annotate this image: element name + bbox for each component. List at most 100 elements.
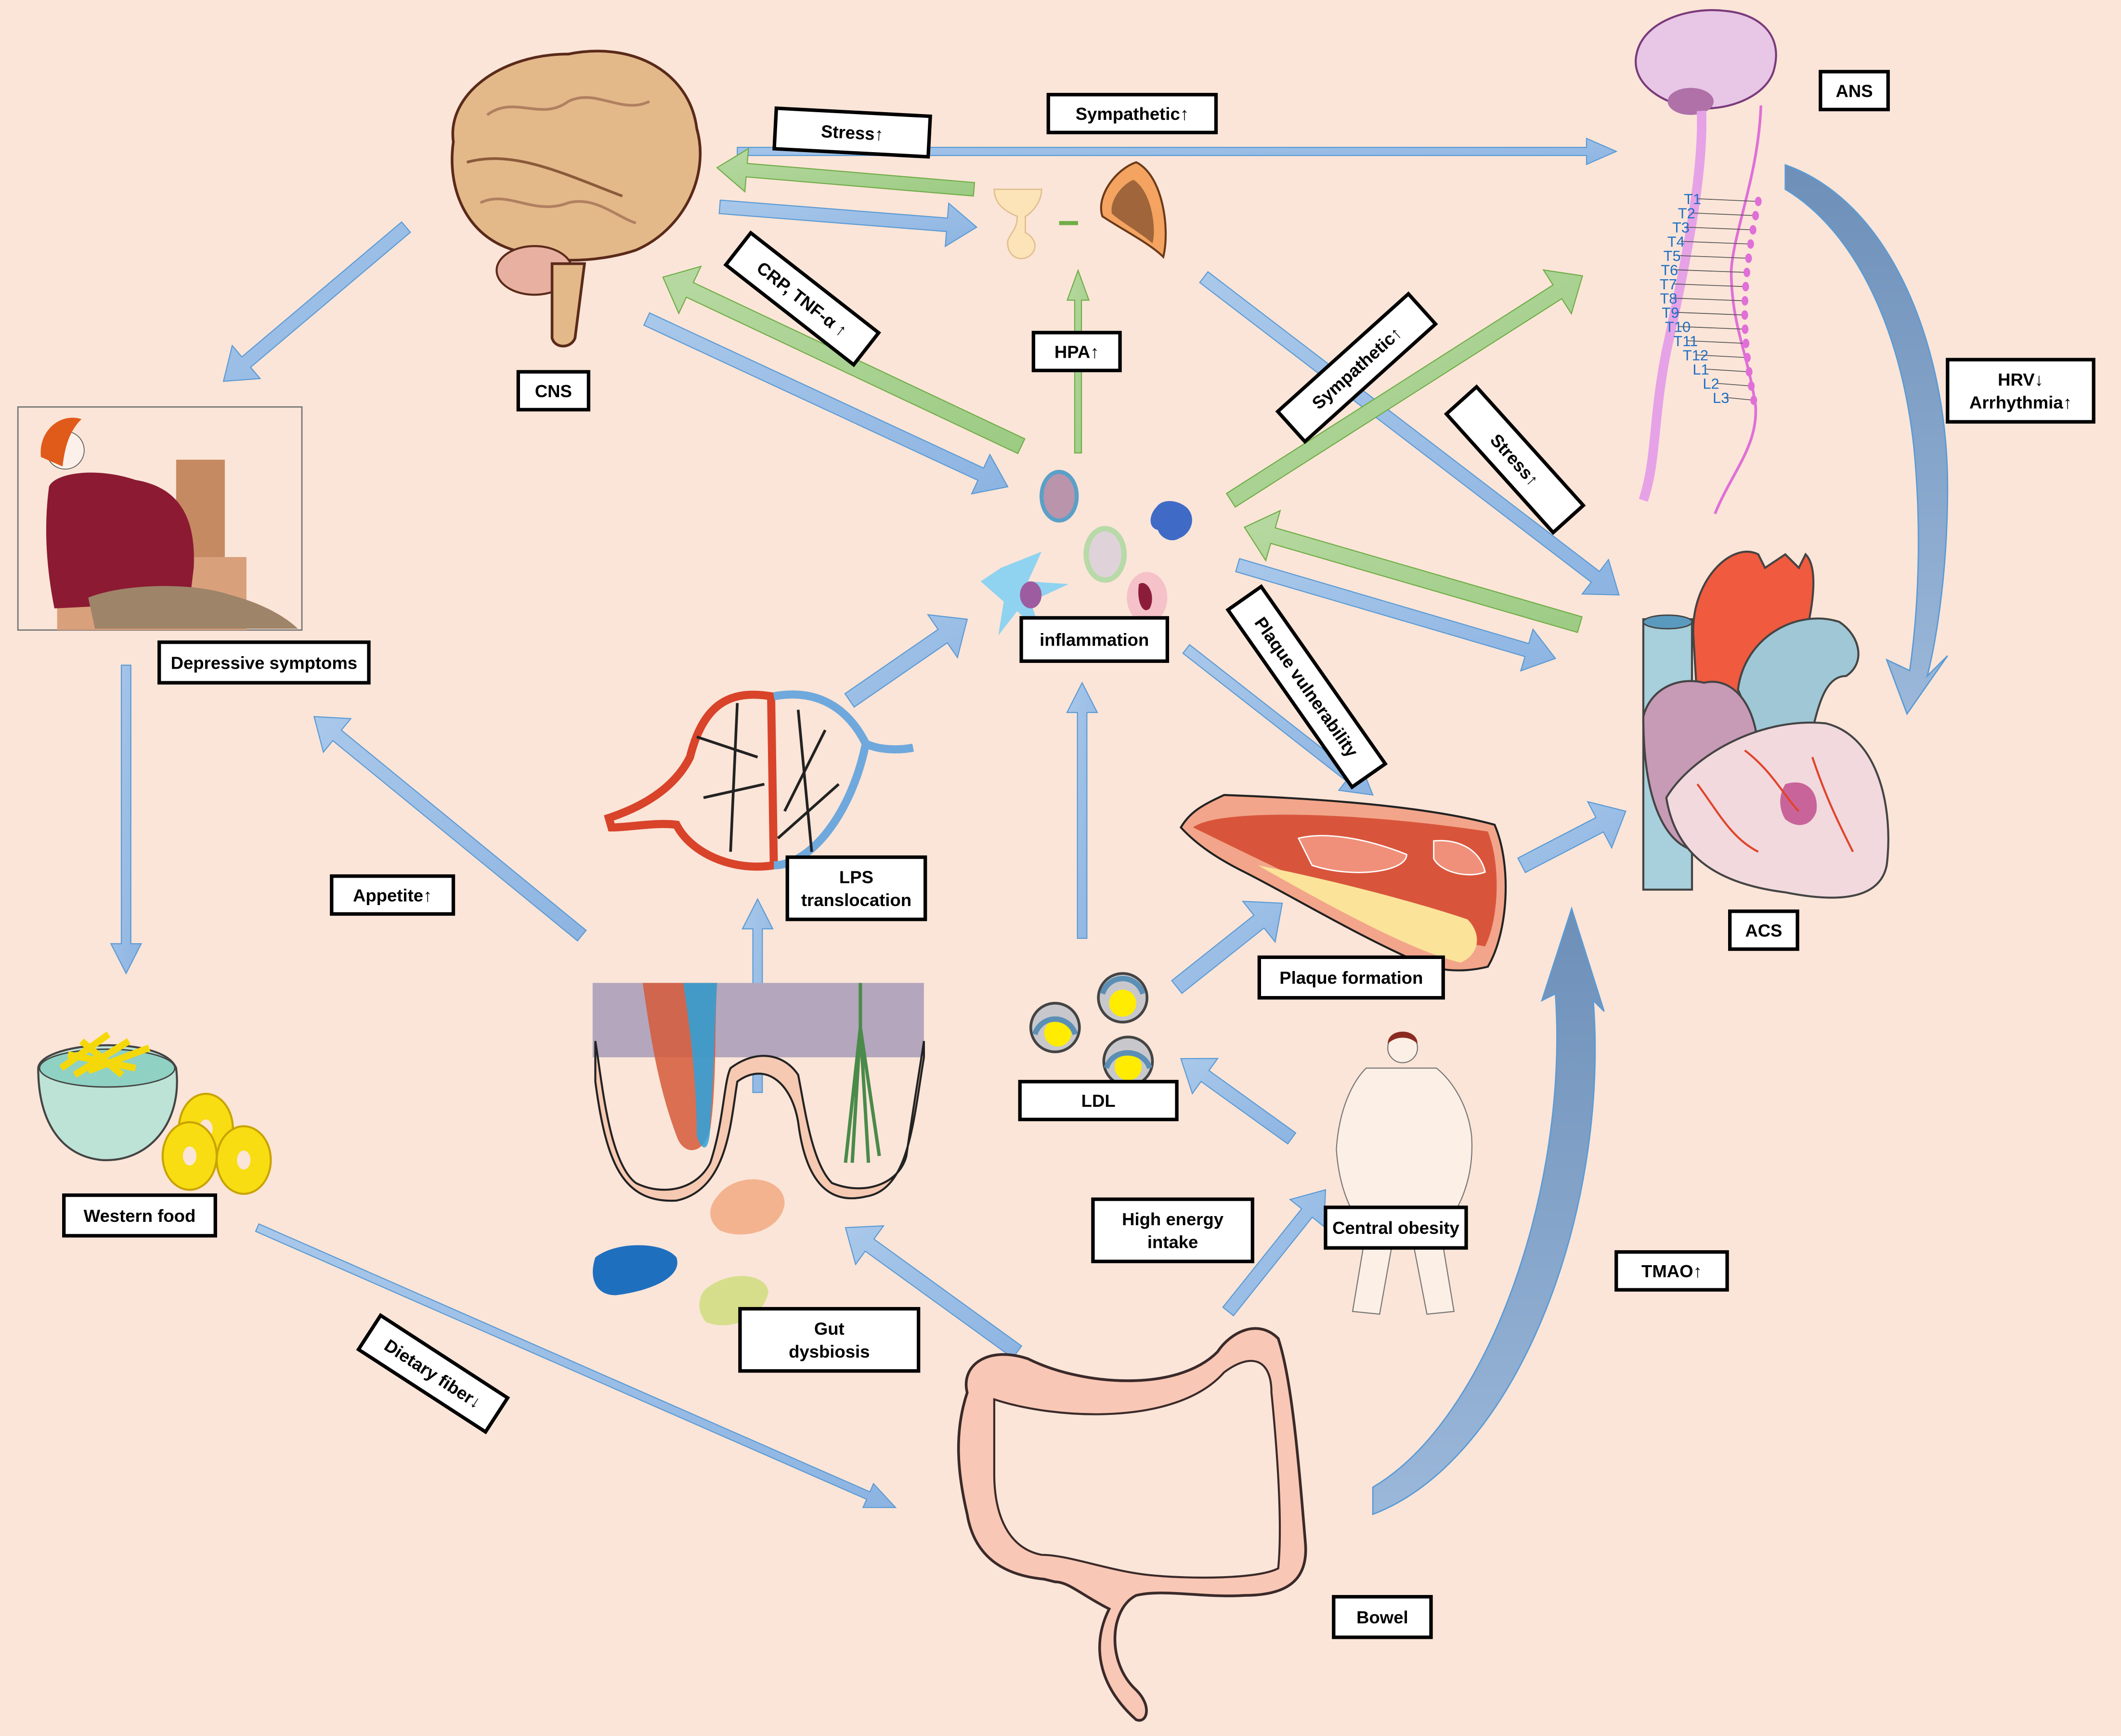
label-appetite-box <box>330 874 455 916</box>
label-bowel-box <box>1332 1595 1433 1639</box>
label-lps-translocation-text: translocation <box>801 890 911 910</box>
arrow-heart-to-inflammation <box>1243 509 1583 634</box>
label-appetite: Appetite↑ <box>330 874 455 916</box>
ganglion <box>1743 338 1750 349</box>
arrow-obesity-to-ldl <box>1180 1058 1297 1145</box>
obese-person-icon <box>1336 1031 1473 1315</box>
label-high-energy-intake: High energy intake <box>1091 1197 1254 1263</box>
spinal-nerve <box>1673 298 1745 301</box>
label-gut-dysbiosis-box <box>738 1307 921 1373</box>
ganglion <box>1741 310 1748 320</box>
vertebra-label: L2 <box>1703 375 1719 392</box>
label-western-food-box <box>62 1193 217 1238</box>
label-depressive-symptoms: Depressive symptoms <box>157 640 371 685</box>
label-lps-translocation-text: LPS <box>839 868 873 887</box>
label-sympathetic-top: Sympathetic↑ <box>1046 92 1218 134</box>
label-western-food-text: Western food <box>84 1206 196 1226</box>
vertebra-label: L3 <box>1713 389 1729 406</box>
vertebra-label: T11 <box>1673 333 1698 350</box>
label-lps-translocation: LPS translocation <box>785 855 927 921</box>
label-plaque-vulnerability-box <box>1225 584 1388 790</box>
ganglion <box>1742 282 1749 292</box>
label-depressive-symptoms-box <box>157 640 371 685</box>
ganglion <box>1744 352 1751 363</box>
label-high-energy-intake-box <box>1091 1197 1254 1263</box>
ganglion <box>1742 324 1749 334</box>
label-central-obesity-text: Central obesity <box>1332 1218 1459 1238</box>
vertebra-label: T3 <box>1672 219 1690 236</box>
spinal-nerve <box>1687 340 1746 344</box>
label-hpa-box <box>1031 331 1122 373</box>
label-tmao: TMAO↑ <box>1614 1250 1729 1292</box>
spinal-nerve <box>1674 269 1747 273</box>
label-ldl-box <box>1018 1080 1179 1122</box>
label-hpa-text: HPA↑ <box>1054 342 1099 362</box>
spinal-nerve <box>1691 212 1756 216</box>
spinal-nerve <box>1696 354 1747 358</box>
label-cns: CNS <box>516 370 591 412</box>
arrow-inflammation-to-heart <box>1235 558 1557 672</box>
vertebra-label: T2 <box>1678 205 1695 222</box>
vertebra-label: T5 <box>1664 247 1681 264</box>
vertebra-label: T1 <box>1684 191 1701 207</box>
label-gut-dysbiosis-text: dysbiosis <box>789 1342 870 1361</box>
spinal-nerve <box>1673 283 1746 287</box>
label-inflammation: inflammation <box>1019 616 1170 663</box>
label-acs-box <box>1728 909 1799 951</box>
label-high-energy-intake-text: intake <box>1147 1232 1198 1252</box>
label-plaque-formation-text: Plaque formation <box>1279 968 1423 988</box>
label-acs: ACS <box>1728 909 1799 951</box>
vertebra-label: T9 <box>1662 304 1679 321</box>
fries-donuts-icon <box>37 1031 272 1195</box>
arrow-bowel-to-dysbiosis <box>845 1225 1023 1359</box>
ganglion <box>1749 225 1757 235</box>
label-ldl-text: LDL <box>1081 1091 1116 1111</box>
label-hrv-arrhythmia-box <box>1946 358 2095 424</box>
label-stress-cns-box <box>772 106 932 159</box>
label-ldl: LDL <box>1018 1080 1179 1122</box>
spinal-nerve <box>1678 326 1745 330</box>
label-ans: ANS <box>1819 70 1890 112</box>
label-gut-dysbiosis: Gut dysbiosis <box>738 1307 921 1373</box>
curved-arrow-ans-to-heart <box>1784 164 1949 715</box>
spinal-nerve <box>1726 397 1754 401</box>
ganglion <box>1752 211 1759 220</box>
immune-cells-icon <box>980 469 1192 635</box>
label-hrv-arrhythmia-text: Arrhythmia↑ <box>1969 393 2072 413</box>
artery-plaque-icon <box>1179 794 1507 972</box>
label-high-energy-intake-text: High energy <box>1122 1209 1224 1229</box>
vertebra-label: T4 <box>1667 233 1685 250</box>
arrow-hpa-to-cns <box>716 147 976 197</box>
label-sympathetic-top-box <box>1046 92 1218 134</box>
arrow-cns-to-hpa <box>718 199 978 247</box>
label-hrv-arrhythmia: HRV↓Arrhythmia↑ <box>1946 358 2095 424</box>
sympathetic-chain <box>1673 196 1762 405</box>
label-stress-diag-box <box>1444 384 1586 535</box>
ganglion <box>1755 196 1762 207</box>
ganglion <box>1743 268 1751 277</box>
spinal-nerve <box>1706 368 1749 373</box>
label-crp-tnf-box <box>723 230 881 367</box>
label-western-food: Western food <box>62 1193 217 1238</box>
label-central-obesity-box <box>1324 1205 1468 1250</box>
label-ans-text: ANS <box>1835 81 1873 101</box>
vertebra-label: T10 <box>1665 318 1691 335</box>
ganglion <box>1745 253 1752 263</box>
spinal-nerve <box>1677 255 1749 259</box>
capillary-network-icon <box>604 690 914 871</box>
ganglion <box>1750 395 1757 405</box>
vertebra-label: T7 <box>1660 276 1677 293</box>
bacteria-icon <box>593 1179 785 1325</box>
arrow-cns-to-inflammation <box>643 312 1009 495</box>
label-stress-cns-text: Stress↑ <box>820 121 884 144</box>
arrow-depression-to-food <box>110 664 143 975</box>
label-depressive-symptoms-text: Depressive symptoms <box>171 653 358 673</box>
vertebra-label: L1 <box>1692 361 1709 378</box>
arrow-cns-to-depression <box>222 221 411 382</box>
label-gut-dysbiosis-text: Gut <box>814 1319 845 1339</box>
label-stress-cns: Stress↑ <box>772 106 932 159</box>
heart-icon <box>1642 551 1889 899</box>
vertebra-label: T12 <box>1683 347 1708 363</box>
